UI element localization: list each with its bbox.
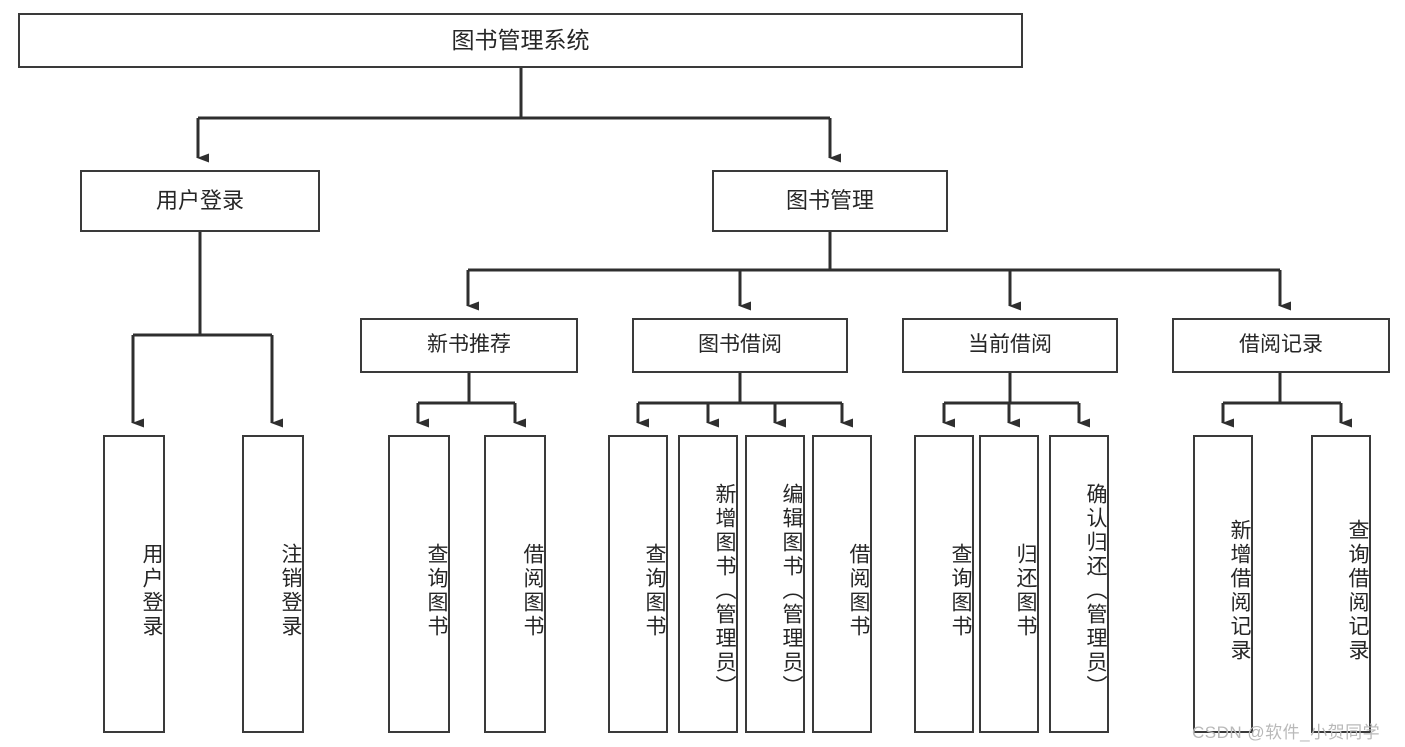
- node-label: 查询图书: [425, 543, 448, 639]
- leaf-borrow-add-book-admin[interactable]: 新增图书（管理员）: [678, 435, 738, 733]
- node-label: 当前借阅: [968, 333, 1052, 357]
- node-label: 借阅图书: [847, 543, 870, 639]
- node-label: 查询图书: [643, 543, 666, 639]
- node-label: 归还图书: [1014, 543, 1037, 639]
- node-user-login[interactable]: 用户登录: [80, 170, 320, 232]
- leaf-user-login-login[interactable]: 用户登录: [103, 435, 165, 733]
- leaf-record-add-record[interactable]: 新增借阅记录: [1193, 435, 1253, 733]
- node-label: 查询借阅记录: [1346, 519, 1369, 663]
- node-label: 新增借阅记录: [1228, 519, 1251, 663]
- leaf-borrow-query-book[interactable]: 查询图书: [608, 435, 668, 733]
- leaf-borrow-borrow-book[interactable]: 借阅图书: [812, 435, 872, 733]
- node-borrow-record[interactable]: 借阅记录: [1172, 318, 1390, 373]
- node-label: 借阅图书: [521, 543, 544, 639]
- leaf-user-login-logout[interactable]: 注销登录: [242, 435, 304, 733]
- node-label: 注销登录: [279, 543, 302, 639]
- node-current-borrow[interactable]: 当前借阅: [902, 318, 1118, 373]
- node-label: 图书借阅: [698, 333, 782, 357]
- node-new-book-recommend[interactable]: 新书推荐: [360, 318, 578, 373]
- node-label: 新增图书（管理员）: [713, 483, 736, 699]
- node-root-system[interactable]: 图书管理系统: [18, 13, 1023, 68]
- leaf-recommend-query-book[interactable]: 查询图书: [388, 435, 450, 733]
- node-label: 用户登录: [140, 543, 163, 639]
- node-label: 编辑图书（管理员）: [780, 483, 803, 699]
- node-label: 确认归还（管理员）: [1084, 483, 1107, 699]
- leaf-record-query-record[interactable]: 查询借阅记录: [1311, 435, 1371, 733]
- node-label: 图书管理: [785, 188, 874, 214]
- watermark-credit: CSDN @软件_小贺同学: [1192, 723, 1381, 742]
- node-label: 用户登录: [155, 188, 244, 214]
- node-label: 新书推荐: [427, 333, 511, 357]
- node-book-management[interactable]: 图书管理: [712, 170, 948, 232]
- leaf-recommend-borrow-book[interactable]: 借阅图书: [484, 435, 546, 733]
- leaf-current-query-book[interactable]: 查询图书: [914, 435, 974, 733]
- node-book-borrow[interactable]: 图书借阅: [632, 318, 848, 373]
- node-label: 查询图书: [949, 543, 972, 639]
- node-label: 图书管理系统: [451, 27, 590, 54]
- leaf-borrow-edit-book-admin[interactable]: 编辑图书（管理员）: [745, 435, 805, 733]
- leaf-current-confirm-return-admin[interactable]: 确认归还（管理员）: [1049, 435, 1109, 733]
- leaf-current-return-book[interactable]: 归还图书: [979, 435, 1039, 733]
- node-label: 借阅记录: [1239, 333, 1323, 357]
